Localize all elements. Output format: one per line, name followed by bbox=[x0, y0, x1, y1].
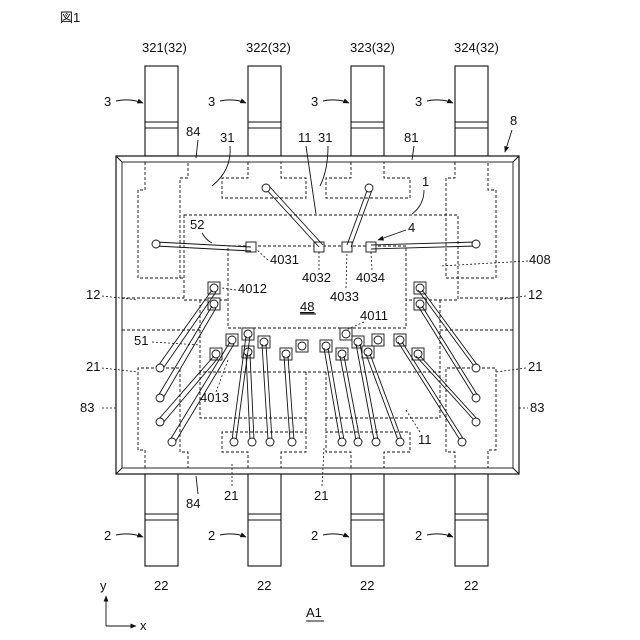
axis-y-label: y bbox=[100, 578, 107, 593]
svg-text:3: 3 bbox=[311, 94, 318, 109]
svg-text:21: 21 bbox=[86, 359, 100, 374]
svg-text:84: 84 bbox=[186, 496, 200, 511]
svg-text:84: 84 bbox=[186, 124, 200, 139]
svg-text:2: 2 bbox=[104, 528, 111, 543]
svg-text:12: 12 bbox=[528, 287, 542, 302]
svg-text:11: 11 bbox=[418, 432, 432, 447]
svg-text:4033: 4033 bbox=[330, 289, 359, 304]
lead-label-22-3: 22 bbox=[360, 578, 374, 593]
svg-text:12: 12 bbox=[86, 287, 100, 302]
svg-text:83: 83 bbox=[80, 400, 94, 415]
svg-text:2: 2 bbox=[208, 528, 215, 543]
lead-label-323: 323(32) bbox=[350, 40, 395, 55]
lead-label-22-4: 22 bbox=[464, 578, 478, 593]
svg-text:8: 8 bbox=[510, 113, 517, 128]
axis-x-label: x bbox=[140, 618, 147, 633]
axis-indicator: y x bbox=[100, 578, 147, 633]
svg-text:3: 3 bbox=[415, 94, 422, 109]
lead-label-22-1: 22 bbox=[154, 578, 168, 593]
svg-text:408: 408 bbox=[529, 252, 551, 267]
chip-label: 48 bbox=[300, 299, 314, 314]
svg-text:4: 4 bbox=[408, 220, 415, 235]
lead-label-322: 322(32) bbox=[246, 40, 291, 55]
svg-text:1: 1 bbox=[422, 174, 429, 189]
lead-label-324: 324(32) bbox=[454, 40, 499, 55]
svg-text:2: 2 bbox=[311, 528, 318, 543]
lead-label-22-2: 22 bbox=[257, 578, 271, 593]
svg-text:52: 52 bbox=[190, 217, 204, 232]
svg-text:4012: 4012 bbox=[238, 281, 267, 296]
svg-text:31: 31 bbox=[220, 130, 234, 145]
svg-text:4034: 4034 bbox=[356, 270, 385, 285]
figure-label: 図1 bbox=[60, 10, 80, 25]
view-label: A1 bbox=[306, 605, 322, 620]
svg-text:3: 3 bbox=[104, 94, 111, 109]
svg-text:51: 51 bbox=[134, 333, 148, 348]
svg-text:4011: 4011 bbox=[360, 308, 388, 323]
svg-text:31: 31 bbox=[318, 130, 332, 145]
svg-text:81: 81 bbox=[404, 130, 418, 145]
svg-text:83: 83 bbox=[530, 400, 544, 415]
svg-text:4032: 4032 bbox=[302, 270, 331, 285]
svg-text:2: 2 bbox=[415, 528, 422, 543]
top-leads bbox=[145, 66, 488, 156]
svg-text:11: 11 bbox=[298, 130, 312, 145]
svg-text:21: 21 bbox=[314, 488, 328, 503]
svg-text:4013: 4013 bbox=[200, 390, 229, 405]
svg-text:4031: 4031 bbox=[270, 252, 299, 267]
lead-label-321: 321(32) bbox=[142, 40, 187, 55]
svg-text:21: 21 bbox=[528, 359, 542, 374]
svg-text:3: 3 bbox=[208, 94, 215, 109]
svg-text:21: 21 bbox=[224, 488, 238, 503]
